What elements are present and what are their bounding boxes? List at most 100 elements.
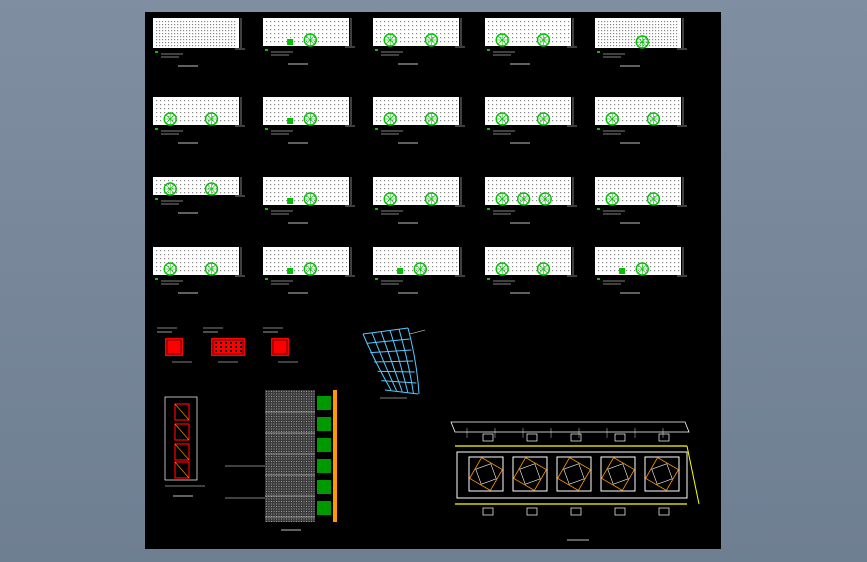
perforation <box>642 270 644 272</box>
perforation <box>630 258 632 260</box>
perforation <box>630 104 632 106</box>
perforation <box>313 446 315 447</box>
perforation <box>274 180 276 182</box>
tree-branch <box>211 184 216 190</box>
plan-module-2[interactable] <box>512 433 548 516</box>
perforation <box>294 254 296 256</box>
elevation-2[interactable] <box>263 18 355 65</box>
elevation-12[interactable] <box>263 177 355 224</box>
elevation-9[interactable] <box>485 97 577 144</box>
perforation <box>652 27 654 29</box>
elevation-1[interactable] <box>153 18 245 67</box>
plan-module-1[interactable] <box>468 433 504 516</box>
perforation <box>192 21 194 23</box>
perforation <box>228 36 230 38</box>
perforation <box>286 433 287 435</box>
perforation <box>286 408 287 410</box>
perforation <box>273 518 275 520</box>
perforation <box>276 466 277 467</box>
perforation <box>278 468 280 470</box>
perforation <box>606 266 608 268</box>
perforation <box>308 426 310 427</box>
perforation <box>306 463 307 465</box>
perforation <box>189 24 191 26</box>
elevation-8[interactable] <box>373 97 465 144</box>
perforation <box>666 266 668 268</box>
elevation-4[interactable] <box>485 18 577 65</box>
perforation <box>180 262 182 264</box>
perforation <box>334 262 336 264</box>
perforation <box>311 473 312 475</box>
perforation <box>602 184 604 186</box>
perforation <box>278 423 280 425</box>
elevation-14[interactable] <box>485 177 577 224</box>
perforation <box>282 116 284 118</box>
elevation-7[interactable] <box>263 97 355 144</box>
perforation <box>276 506 277 507</box>
perforation <box>288 488 290 490</box>
perforation <box>183 21 185 23</box>
section-detail-3[interactable] <box>263 327 298 363</box>
perforation <box>548 250 550 252</box>
perforation <box>283 493 285 495</box>
elevation-20[interactable] <box>595 247 687 294</box>
legend-swatch <box>265 49 268 51</box>
perforation <box>162 36 164 38</box>
perforation <box>604 45 606 47</box>
perforation <box>396 196 398 198</box>
perforation <box>301 413 302 415</box>
perforation <box>313 461 315 462</box>
section-detail-2[interactable] <box>203 327 245 363</box>
elevation-15[interactable] <box>595 177 687 224</box>
perforation <box>268 391 270 392</box>
elevation-13[interactable] <box>373 177 465 224</box>
plan-module-5[interactable] <box>644 433 680 516</box>
perforation <box>291 448 292 450</box>
perforation <box>528 120 530 122</box>
perforation <box>274 108 276 110</box>
drawing-sheet[interactable] <box>145 12 721 549</box>
perforation <box>400 184 402 186</box>
elevation-17[interactable] <box>263 247 355 294</box>
perforation <box>380 192 382 194</box>
perforation <box>412 254 414 256</box>
perforation <box>278 21 280 23</box>
perforation <box>273 486 275 487</box>
cad-canvas[interactable] <box>145 12 721 549</box>
perforation <box>667 27 669 29</box>
perforation <box>662 254 664 256</box>
plan-module-4[interactable] <box>600 433 636 516</box>
perforation <box>219 36 221 38</box>
elevation-6[interactable] <box>153 97 245 144</box>
perforation <box>222 42 224 44</box>
perforation <box>618 266 620 268</box>
perforation <box>504 108 506 110</box>
elevation-19[interactable] <box>485 247 577 294</box>
perforation <box>234 45 236 47</box>
perforation <box>232 266 234 268</box>
perforation <box>228 188 230 190</box>
perforation <box>528 100 530 102</box>
perforation <box>268 486 270 487</box>
curved-glass-detail[interactable] <box>362 327 426 399</box>
perforation <box>288 518 290 520</box>
perforation <box>492 116 494 118</box>
perforation <box>273 428 275 430</box>
elevation-10[interactable] <box>595 97 687 144</box>
perforation <box>268 443 270 445</box>
perforation <box>228 112 230 114</box>
plan-module-3[interactable] <box>556 433 592 516</box>
elevation-3[interactable] <box>373 18 465 65</box>
perforation <box>306 391 307 392</box>
perforation <box>676 45 678 47</box>
perforation <box>392 250 394 252</box>
elevation-5[interactable] <box>595 18 687 67</box>
perforation <box>164 184 166 186</box>
elevation-18[interactable] <box>373 247 465 294</box>
vertical-section[interactable] <box>164 396 205 497</box>
section-detail-1[interactable] <box>157 327 192 363</box>
perforation <box>186 21 188 23</box>
elevation-16[interactable] <box>153 247 245 294</box>
elevation-11[interactable] <box>153 177 245 214</box>
